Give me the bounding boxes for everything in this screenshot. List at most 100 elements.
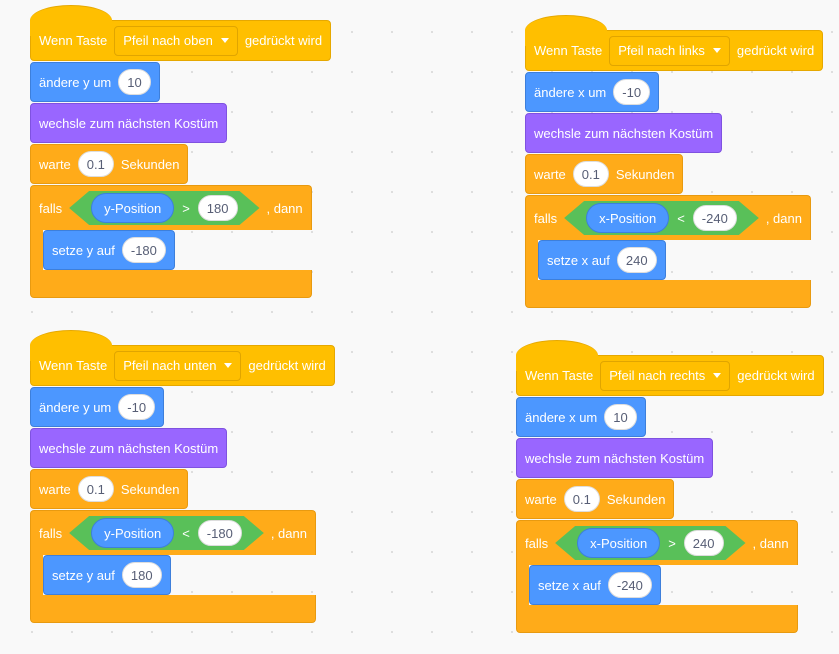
block-label-unit: Sekunden [120, 481, 180, 497]
set-position-block[interactable]: setze y auf -180 [43, 230, 175, 270]
position-reporter[interactable]: x-Position [577, 528, 660, 558]
block-label: setze y auf [52, 242, 115, 258]
block-label: setze x auf [538, 577, 601, 593]
dropdown-caret-icon [713, 373, 722, 378]
block-label: wechsle zum nächsten Kostüm [525, 450, 705, 466]
if-block[interactable]: falls y-Position < -180 , dann setze y auf 180 [30, 510, 316, 623]
dropdown-caret-icon [712, 48, 721, 53]
change-value-input[interactable]: 10 [604, 404, 637, 430]
if-block-arm [30, 230, 43, 270]
comparison-operator-block[interactable]: x-Position < -240 [564, 201, 759, 235]
hat-label-suffix: gedrückt wird [737, 368, 815, 383]
block-label: wechsle zum nächsten Kostüm [39, 440, 219, 456]
comparison-operator-block[interactable]: y-Position < -180 [69, 516, 264, 550]
next-costume-block[interactable]: wechsle zum nächsten Kostüm [30, 103, 228, 143]
wait-seconds-input[interactable]: 0.1 [77, 476, 114, 502]
script-key-down[interactable]: Wenn Taste Pfeil nach unten gedrückt wird ä… [30, 330, 335, 623]
next-costume-block[interactable]: wechsle zum nächsten Kostüm [30, 428, 228, 468]
position-reporter[interactable]: x-Position [586, 203, 669, 233]
key-dropdown[interactable]: Pfeil nach rechts [600, 360, 731, 391]
block-label: warte [525, 491, 557, 507]
hat-label: Wenn Taste [534, 43, 603, 58]
if-label: falls [525, 535, 549, 551]
change-value-input[interactable]: -10 [613, 79, 651, 105]
if-label: falls [534, 210, 558, 226]
script-key-left[interactable]: Wenn Taste Pfeil nach links gedrückt wird ä… [525, 15, 824, 308]
operator-symbol: > [668, 535, 676, 551]
change-position-block[interactable]: ändere x um 10 [516, 397, 646, 437]
comparison-value-input[interactable]: 240 [684, 530, 724, 556]
block-label: wechsle zum nächsten Kostüm [534, 125, 714, 141]
dropdown-caret-icon [220, 38, 229, 43]
block-label: ändere y um [39, 399, 112, 415]
wait-block[interactable]: warte 0.1 Sekunden [516, 479, 675, 519]
operator-symbol: > [182, 200, 190, 216]
block-label: ändere x um [534, 84, 607, 100]
if-label: falls [39, 525, 63, 541]
comparison-value-input[interactable]: 180 [198, 195, 238, 221]
hat-label: Wenn Taste [39, 358, 108, 373]
key-dropdown[interactable]: Pfeil nach oben [114, 25, 238, 56]
change-value-input[interactable]: 10 [118, 69, 151, 95]
operator-symbol: < [182, 525, 190, 541]
when-key-pressed-hat-block[interactable]: Wenn Taste Pfeil nach unten gedrückt wird [30, 330, 335, 386]
comparison-value-input[interactable]: -180 [198, 520, 242, 546]
if-block-header[interactable]: falls y-Position < -180 , dann [30, 510, 316, 555]
change-position-block[interactable]: ändere x um -10 [525, 72, 660, 112]
set-value-input[interactable]: -180 [121, 237, 166, 263]
key-dropdown-value: Pfeil nach rechts [609, 368, 706, 383]
operator-symbol: < [677, 210, 685, 226]
block-label-unit: Sekunden [615, 166, 675, 182]
hat-label-suffix: gedrückt wird [736, 43, 815, 58]
wait-seconds-input[interactable]: 0.1 [77, 151, 114, 177]
then-label: , dann [270, 525, 307, 541]
set-value-input[interactable]: 180 [121, 562, 162, 588]
hat-label-suffix: gedrückt wird [248, 358, 326, 373]
key-dropdown-value: Pfeil nach unten [123, 358, 217, 373]
set-value-input[interactable]: 240 [616, 247, 657, 273]
position-reporter[interactable]: y-Position [91, 518, 174, 548]
next-costume-block[interactable]: wechsle zum nächsten Kostüm [516, 438, 714, 478]
block-label-unit: Sekunden [606, 491, 666, 507]
when-key-pressed-hat-block[interactable]: Wenn Taste Pfeil nach links gedrückt wird [525, 15, 824, 71]
block-label: ändere x um [525, 409, 598, 425]
wait-seconds-input[interactable]: 0.1 [572, 161, 609, 187]
key-dropdown[interactable]: Pfeil nach links [609, 35, 730, 66]
key-dropdown-value: Pfeil nach oben [123, 33, 213, 48]
set-position-block[interactable]: setze x auf -240 [529, 565, 661, 605]
set-position-block[interactable]: setze y auf 180 [43, 555, 171, 595]
next-costume-block[interactable]: wechsle zum nächsten Kostüm [525, 113, 723, 153]
if-block-arm [525, 240, 538, 280]
if-block-body: setze x auf -240 [516, 565, 798, 605]
if-block-footer [516, 605, 798, 633]
comparison-value-input[interactable]: -240 [693, 205, 737, 231]
if-label: falls [39, 200, 63, 216]
comparison-operator-block[interactable]: x-Position >240 [555, 526, 745, 560]
key-dropdown[interactable]: Pfeil nach unten [114, 350, 242, 381]
change-value-input[interactable]: -10 [118, 394, 156, 420]
wait-seconds-input[interactable]: 0.1 [563, 486, 600, 512]
position-reporter[interactable]: y-Position [91, 193, 174, 223]
hat-label-suffix: gedrückt wird [244, 33, 323, 48]
if-block-arm [30, 555, 43, 595]
set-value-input[interactable]: -240 [607, 572, 652, 598]
change-position-block[interactable]: ändere y um -10 [30, 387, 165, 427]
block-label: setze y auf [52, 567, 115, 583]
comparison-operator-block[interactable]: y-Position >180 [69, 191, 259, 225]
